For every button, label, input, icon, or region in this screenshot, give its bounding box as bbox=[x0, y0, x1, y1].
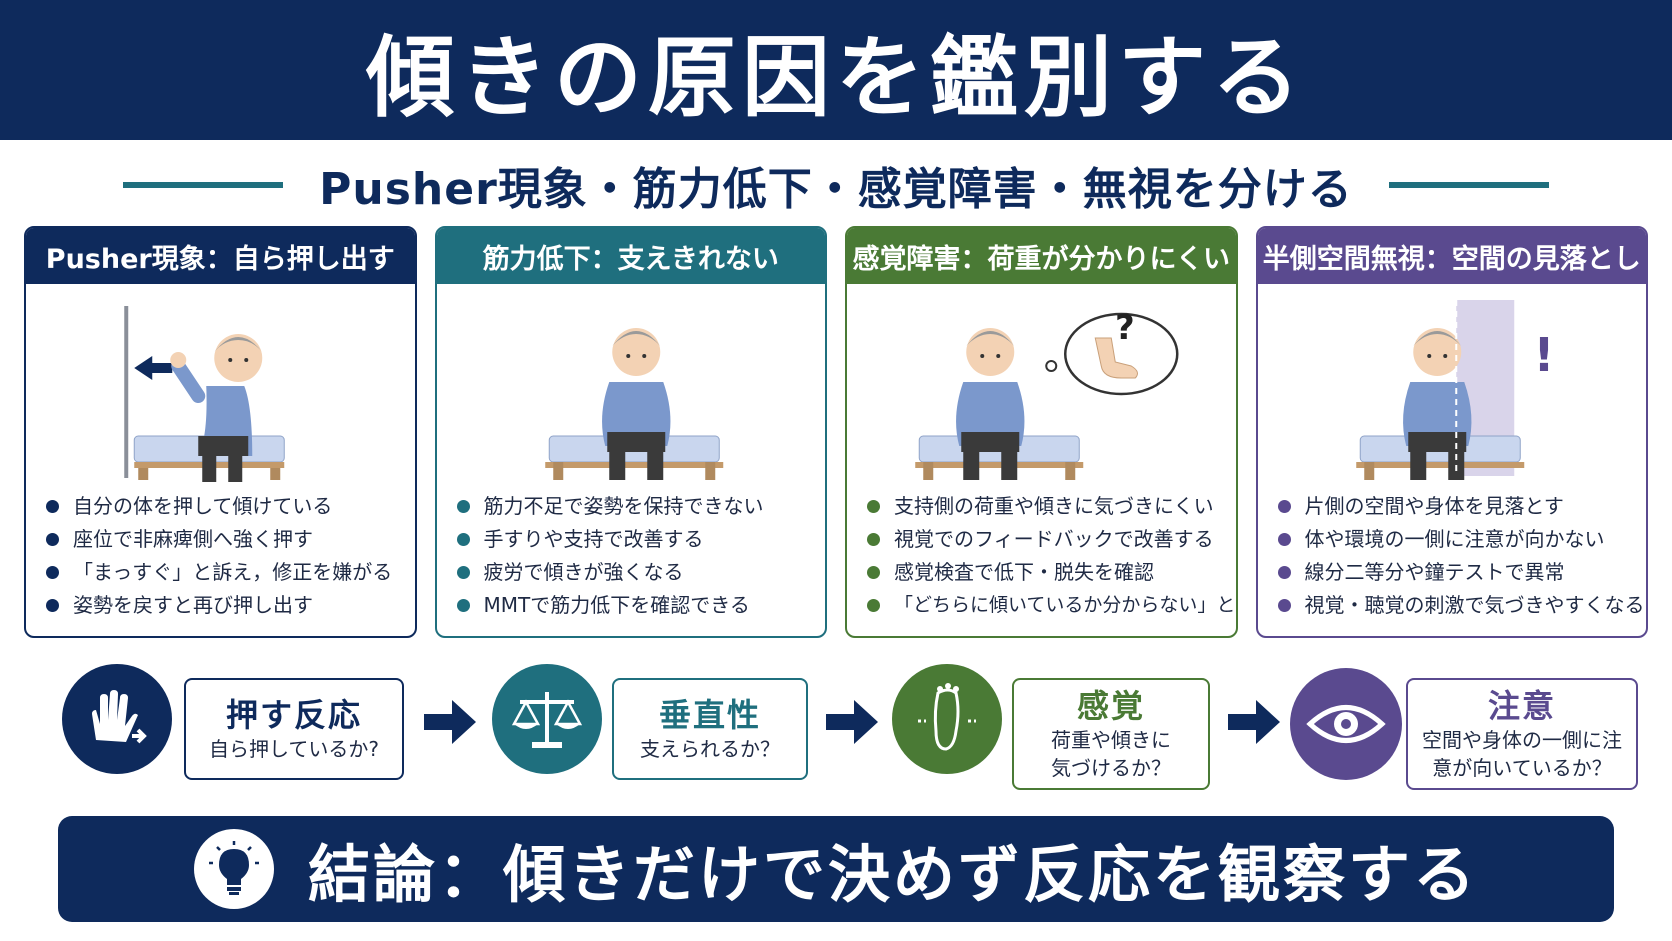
flow-box-attention: 注意 空間や身体の一側に注意が向いているか？ bbox=[1406, 678, 1638, 790]
panel-weakness: 筋力低下：支えきれない 筋力不足で姿勢を保持できない 手すりや支持で改善する 疲… bbox=[434, 226, 827, 638]
conclusion-bar: 結論：傾きだけで決めず反応を観察する bbox=[58, 816, 1614, 922]
alert-mark: ! bbox=[1533, 328, 1555, 382]
arrow-right-icon bbox=[424, 700, 476, 744]
conclusion-text: 結論：傾きだけで決めず反応を観察する bbox=[307, 838, 1478, 911]
list-item: 感覚検査で低下・脱失を確認 bbox=[867, 556, 1226, 589]
balance-scale-icon bbox=[492, 664, 602, 774]
bullet-icon bbox=[1277, 566, 1291, 579]
symptom-list: 片側の空間や身体を見落とす 体や環境の一側に注意が向かない 線分二等分や鐘テスト… bbox=[1277, 490, 1645, 622]
subtitle-line-left bbox=[123, 182, 284, 188]
panel-heading: 半側空間無視：空間の見落とし bbox=[1257, 228, 1646, 284]
list-item: 自分の体を押して傾けている bbox=[46, 490, 405, 523]
panel-pusher: Pusher現象：自ら押し出す 自分の体を押して傾けている 座位で非麻痺側へ強く… bbox=[24, 226, 417, 638]
subtitle-line-right bbox=[1388, 182, 1549, 188]
sensory-illustration bbox=[915, 312, 1179, 480]
list-item: 姿勢を戻すと再び押し出す bbox=[46, 589, 405, 622]
list-item: 体や環境の一側に注意が向かない bbox=[1277, 523, 1637, 556]
title-bar: 傾きの原因を鑑別する bbox=[0, 0, 1672, 140]
bullet-icon bbox=[456, 533, 470, 546]
list-item: 支持側の荷重や傾きに気づきにくい bbox=[867, 490, 1226, 523]
bullet-icon bbox=[867, 533, 880, 546]
bullet-icon bbox=[46, 533, 59, 546]
list-item: 手すりや支持で改善する bbox=[456, 523, 816, 556]
arrow-right-icon bbox=[1228, 700, 1280, 744]
list-item: 疲労で傾きが強くなる bbox=[456, 556, 816, 589]
neglect-illustration bbox=[1355, 300, 1524, 480]
flow-box-sensory: 感覚 荷重や傾きに気づけるか？ bbox=[1012, 678, 1210, 790]
bullet-icon bbox=[456, 599, 470, 612]
panel-heading: 筋力低下：支えきれない bbox=[436, 228, 825, 284]
list-item: 視覚・聴覚の刺激で気づきやすくなる bbox=[1277, 589, 1645, 622]
panel-sensory: 感覚障害：荷重が分かりにくい ? 支持側の荷重や傾きに気づきにくい 視覚でのフィ… bbox=[845, 226, 1238, 638]
bullet-icon bbox=[46, 566, 59, 579]
bullet-icon bbox=[1277, 500, 1291, 513]
list-item: 座位で非麻痺側へ強く押す bbox=[46, 523, 405, 556]
hand-push-icon bbox=[62, 664, 172, 774]
bullet-icon bbox=[1277, 533, 1291, 546]
list-item: 線分二等分や鐘テストで異常 bbox=[1277, 556, 1637, 589]
list-item: 「どちらに傾いているか分からない」と訴える bbox=[867, 589, 1236, 622]
bullet-icon bbox=[1277, 599, 1291, 612]
bullet-icon bbox=[46, 500, 59, 513]
subtitle-row: Pusher現象・筋力低下・感覚障害・無視を分ける bbox=[0, 150, 1672, 220]
list-item: 「まっすぐ」と訴え，修正を嫌がる bbox=[46, 556, 405, 589]
bullet-icon bbox=[456, 500, 470, 513]
cause-panels: Pusher現象：自ら押し出す 自分の体を押して傾けている 座位で非麻痺側へ強く… bbox=[24, 226, 1648, 638]
bullet-icon bbox=[867, 566, 880, 579]
list-item: 視覚でのフィードバックで改善する bbox=[867, 523, 1226, 556]
flow-box-push: 押す反応 自ら押しているか? bbox=[184, 678, 404, 780]
symptom-list: 支持側の荷重や傾きに気づきにくい 視覚でのフィードバックで改善する 感覚検査で低… bbox=[867, 490, 1236, 622]
list-item: MMTで筋力低下を確認できる bbox=[456, 589, 816, 622]
bullet-icon bbox=[867, 599, 880, 612]
panel-heading: Pusher現象：自ら押し出す bbox=[26, 228, 415, 284]
question-mark: ? bbox=[1115, 308, 1135, 348]
bullet-icon bbox=[46, 599, 59, 612]
page-subtitle: Pusher現象・筋力低下・感覚障害・無視を分ける bbox=[319, 164, 1353, 215]
weakness-illustration bbox=[544, 328, 723, 480]
arrow-right-icon bbox=[826, 700, 878, 744]
list-item: 筋力不足で姿勢を保持できない bbox=[456, 490, 816, 523]
panel-heading: 感覚障害：荷重が分かりにくい bbox=[847, 228, 1236, 284]
bullet-icon bbox=[867, 500, 880, 513]
panel-neglect: 半側空間無視：空間の見落とし ! 片側の空間や身体を見落とす 体や環境の一側に注… bbox=[1255, 226, 1648, 638]
page-title: 傾きの原因を鑑別する bbox=[365, 25, 1306, 129]
lightbulb-icon bbox=[193, 829, 274, 909]
pusher-illustration bbox=[124, 306, 285, 482]
list-item: 片側の空間や身体を見落とす bbox=[1277, 490, 1637, 523]
foot-icon bbox=[892, 664, 1002, 774]
eye-icon bbox=[1290, 668, 1402, 780]
flow-box-vertical: 垂直性 支えられるか？ bbox=[612, 678, 808, 780]
symptom-list: 自分の体を押して傾けている 座位で非麻痺側へ強く押す 「まっすぐ」と訴え，修正を… bbox=[46, 490, 405, 622]
symptom-list: 筋力不足で姿勢を保持できない 手すりや支持で改善する 疲労で傾きが強くなる MM… bbox=[456, 490, 816, 622]
bullet-icon bbox=[456, 566, 470, 579]
